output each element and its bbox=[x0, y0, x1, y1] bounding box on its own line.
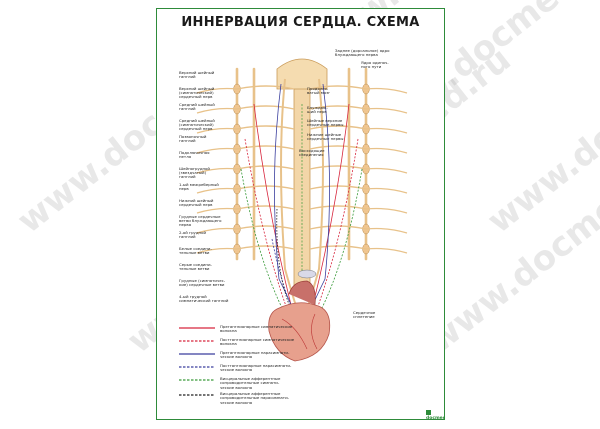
ramus bbox=[236, 225, 295, 230]
poster-title: ИННЕРВАЦИЯ СЕРДЦА. СХЕМА bbox=[181, 15, 420, 30]
publisher-logo: docmed bbox=[426, 410, 444, 419]
ramus bbox=[309, 185, 367, 190]
anatomy-label: Грудные (симпатичес- кие) сердечные ветв… bbox=[179, 278, 226, 288]
intercostal-nerve bbox=[365, 147, 408, 154]
intercostal-nerve bbox=[365, 87, 408, 94]
legend-item: Висцеральные афферентные сопроводительны… bbox=[220, 376, 281, 390]
ramus bbox=[309, 225, 367, 230]
anatomy-label: 2-ой грудной ганглий bbox=[179, 230, 206, 240]
legend-lines bbox=[179, 327, 215, 396]
intercostal-nerve bbox=[196, 147, 238, 154]
nerve-fibers bbox=[240, 83, 363, 320]
intercostal-nerve bbox=[365, 127, 408, 134]
fiber-path bbox=[311, 103, 350, 310]
ramus bbox=[309, 145, 367, 150]
intercostal-nerve bbox=[365, 207, 408, 214]
intercostal-nerve bbox=[365, 187, 408, 194]
ramus bbox=[309, 125, 367, 130]
fiber-path bbox=[276, 208, 291, 308]
intercostal-nerve bbox=[365, 247, 408, 254]
ramus bbox=[236, 145, 295, 150]
legend-item: Висцеральные афферентные сопроводительны… bbox=[220, 391, 290, 405]
anatomy-label: Восходящие соединения bbox=[299, 148, 325, 158]
legend-item: Преганглионарные симпатические волокна bbox=[220, 324, 293, 334]
anatomy-label: 1-ый межреберный нерв bbox=[179, 182, 219, 192]
anatomy-label: Продолго- ватый мозг bbox=[307, 86, 331, 96]
intercostal-nerve bbox=[196, 207, 238, 214]
intercostal-nerve bbox=[196, 247, 238, 254]
intercostal-nerve bbox=[196, 87, 238, 94]
legend-item: Постганглионарные парасимпати- ческие во… bbox=[220, 363, 292, 373]
fiber-path bbox=[253, 103, 293, 310]
anatomy-label: Заднее (дорсальное) ядро блуждающего нер… bbox=[335, 48, 390, 58]
ramus bbox=[309, 205, 367, 210]
anatomy-label: Шейные верхние сердечные нервы bbox=[307, 118, 344, 128]
anatomy-label: Белые соедини- тельные ветви bbox=[179, 246, 212, 256]
anatomy-label: Верхний шейный (симпатический) сердечный… bbox=[179, 86, 215, 100]
ramus bbox=[309, 105, 367, 110]
legend-item: Преганглионарные парасимпати- ческие вол… bbox=[220, 350, 290, 360]
ramus bbox=[236, 105, 295, 110]
fiber-path bbox=[240, 168, 286, 315]
intercostal-nerve bbox=[365, 167, 408, 174]
ramus bbox=[309, 245, 367, 250]
innervation-diagram bbox=[179, 58, 408, 396]
anatomy-label: Блуждаю- щий нерв bbox=[307, 105, 328, 115]
heart bbox=[268, 269, 331, 362]
intercostal-nerve bbox=[365, 227, 408, 234]
ramus bbox=[236, 185, 295, 190]
intercostal-nerve bbox=[196, 227, 238, 234]
anatomy-label: Средний шейный (симпатический) сердечный… bbox=[179, 118, 215, 132]
anatomy-label: Нижний шейный сердечный нерв bbox=[179, 198, 214, 208]
anatomy-label: Нижние шейные сердечные нервы bbox=[307, 132, 344, 142]
intercostal-nerve bbox=[196, 167, 238, 174]
anatomy-label: Грудные сердечные ветви блуждающего нерв… bbox=[179, 214, 222, 228]
anatomy-label: Сердечное сплетение bbox=[353, 310, 376, 320]
anatomy-label: Позвоночный ганглий bbox=[179, 134, 207, 144]
ramus bbox=[236, 245, 295, 250]
ramus bbox=[236, 125, 295, 130]
anatomy-label: Шейногрудной (звездчатый) ганглий bbox=[179, 166, 210, 180]
intercostal-nerve bbox=[196, 107, 238, 114]
anatomy-label: Серые соедини- тельные ветви bbox=[179, 262, 212, 272]
legend-item: Постганглионарные симпатические волокна bbox=[220, 337, 295, 347]
anatomy-label: 4-ый грудной симпатический ганглий bbox=[179, 294, 229, 304]
intercostal-nerve bbox=[365, 107, 408, 114]
intercostal-nerve bbox=[196, 187, 238, 194]
ramus bbox=[309, 165, 367, 170]
anatomy-label: Подключичная петля bbox=[179, 150, 210, 160]
anatomy-label: Ядро одиноч- ного пути bbox=[361, 60, 389, 70]
fiber-path bbox=[318, 168, 363, 315]
ramus bbox=[236, 165, 295, 170]
poster: ИННЕРВАЦИЯ СЕРДЦА. СХЕМА Верхний шейный … bbox=[156, 8, 445, 420]
intercostal-nerve bbox=[196, 127, 238, 134]
ramus bbox=[309, 85, 367, 90]
ramus bbox=[236, 85, 295, 90]
anatomy-label: Средний шейный ганглий bbox=[179, 102, 215, 112]
anatomy-label: Верхний шейный ганглий bbox=[179, 70, 215, 80]
ramus bbox=[236, 205, 295, 210]
